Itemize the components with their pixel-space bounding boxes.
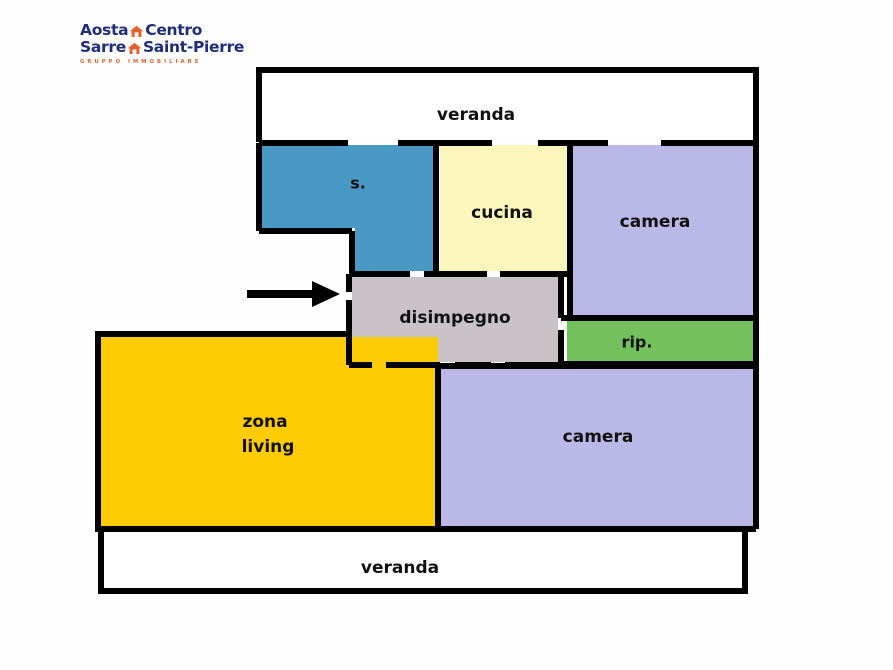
label-camera-top: camera (620, 212, 691, 232)
room-fills (101, 73, 755, 590)
room-labels: veranda s. cucina camera disimpegno rip.… (242, 105, 691, 578)
logo-text-centro: Centro (145, 21, 203, 39)
wall-zona-living (95, 331, 756, 532)
wall-veranda-top (256, 67, 759, 142)
label-veranda-bottom: veranda (361, 558, 439, 578)
label-zona-living: zona living (242, 412, 295, 457)
room-zona-living (101, 337, 438, 526)
label-veranda-top: veranda (437, 105, 515, 125)
logo-text-aosta: Aosta (80, 21, 129, 39)
label-zona-living-line1: zona (242, 412, 287, 432)
room-veranda-top (259, 73, 755, 142)
label-zona-living-line2: living (242, 437, 295, 457)
label-cucina: cucina (471, 203, 533, 223)
label-disimpegno: disimpegno (399, 308, 510, 328)
company-logo: Aosta Centro Sarre Saint-Pierre GRUPPO I… (80, 22, 244, 66)
label-camera-bottom: camera (563, 427, 634, 447)
label-rip: rip. (622, 333, 653, 352)
room-cucina (440, 145, 568, 271)
room-camera-bottom (438, 366, 755, 526)
wall-veranda-bottom (98, 529, 748, 594)
logo-text-sarre: Sarre (80, 38, 126, 56)
logo-line-2: Sarre Saint-Pierre (80, 38, 244, 56)
room-veranda-bottom (104, 532, 745, 590)
room-s (261, 145, 433, 271)
logo-text-saint-pierre: Saint-Pierre (142, 38, 245, 56)
walls (95, 67, 759, 594)
entrance-arrow-icon (247, 281, 340, 307)
house-icon (129, 25, 144, 38)
room-rip (567, 320, 754, 361)
house-icon-2 (127, 42, 142, 55)
logo-line-1: Aosta Centro (80, 22, 220, 39)
label-s: s. (350, 174, 366, 193)
room-camera-top (573, 145, 753, 315)
logo-tagline: GRUPPO IMMOBILIARE (80, 59, 202, 65)
